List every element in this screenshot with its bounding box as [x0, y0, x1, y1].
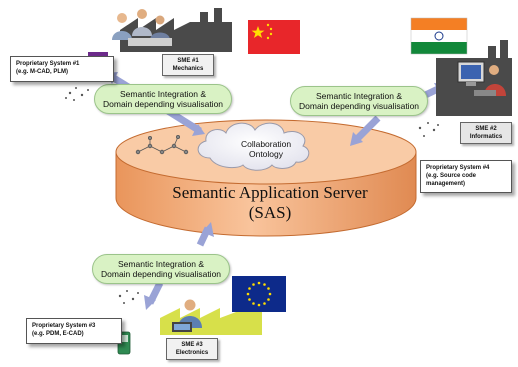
bubble-line2: Domain depending visualisation: [299, 101, 420, 112]
eu-star: [248, 298, 251, 301]
sme-2-box: SME #2 Informatics: [460, 122, 512, 145]
eu-star: [248, 287, 251, 290]
bubble-line1: Semantic Integration &: [120, 89, 207, 99]
semantic-integration-bubble-top-left: Semantic Integration & Domain depending …: [94, 84, 233, 115]
semantic-integration-bubble-bottom: Semantic Integration & Domain depending …: [92, 254, 231, 285]
eu-star: [257, 303, 261, 307]
eu-star: [267, 287, 270, 290]
bubble-line1: Semantic Integration &: [118, 259, 205, 269]
flag-eu: [232, 276, 286, 312]
ps3-line2: (e.g. PDM, E-CAD): [32, 330, 84, 337]
ps1-line1: Proprietary System #1: [16, 61, 80, 67]
sme-3-box: SME #3 Electronics: [166, 338, 218, 361]
flag-china: [248, 20, 300, 54]
sme3-line1: SME #3: [181, 342, 203, 348]
server-title: Semantic Application Server (SAS): [172, 183, 368, 222]
ontology-line2: Ontology: [248, 148, 284, 159]
eu-star: [263, 302, 266, 305]
ps4-line2: (e.g. Source code: [426, 172, 477, 179]
eu-star: [267, 298, 270, 301]
flag-india: [410, 17, 468, 55]
eu-star: [263, 283, 266, 286]
eu-star: [268, 292, 272, 296]
bubble-line2: Domain depending visualisation: [101, 269, 222, 280]
ps4-line1: Proprietary System #4: [426, 165, 490, 171]
molecule-icon: [135, 134, 189, 155]
sme1-line1: SME #1: [177, 58, 199, 64]
eu-star: [246, 292, 250, 296]
eu-star: [252, 302, 255, 305]
semantic-integration-bubble-top-right: Semantic Integration & Domain depending …: [290, 86, 429, 117]
server-cylinder: [115, 119, 417, 237]
proprietary-system-4-box: Proprietary System #4 (e.g. Source code …: [420, 160, 512, 194]
eu-star: [252, 283, 255, 286]
ontology-cloud: [197, 122, 310, 171]
factory-sme2-illustration: [436, 40, 512, 116]
bubble-line2: Domain depending visualisation: [103, 99, 224, 110]
arrow-bottom: [144, 222, 214, 310]
data-particles: [65, 87, 439, 304]
proprietary-system-1-box: Proprietary System #1 (e.g. M-CAD, PLM): [10, 56, 114, 82]
sme-1-box: SME #1 Mechanics: [162, 54, 214, 77]
sme2-line2: Informatics: [469, 134, 503, 141]
sme2-line1: SME #2: [475, 126, 497, 132]
ps3-line1: Proprietary System #3: [32, 323, 96, 329]
ontology-line1: Collaboration: [240, 139, 292, 149]
sme1-line2: Mechanics: [172, 66, 204, 73]
ps4-line3: management): [426, 180, 466, 187]
factory-sme1-illustration: [112, 8, 232, 52]
eu-star: [257, 281, 261, 285]
proprietary-system-3-box: Proprietary System #3 (e.g. PDM, E-CAD): [26, 318, 122, 344]
sme3-line2: Electronics: [175, 350, 209, 357]
ontology-label: Collaboration Ontology: [222, 139, 310, 160]
ps1-line2: (e.g. M-CAD, PLM): [16, 68, 68, 75]
bubble-line1: Semantic Integration &: [316, 91, 403, 101]
